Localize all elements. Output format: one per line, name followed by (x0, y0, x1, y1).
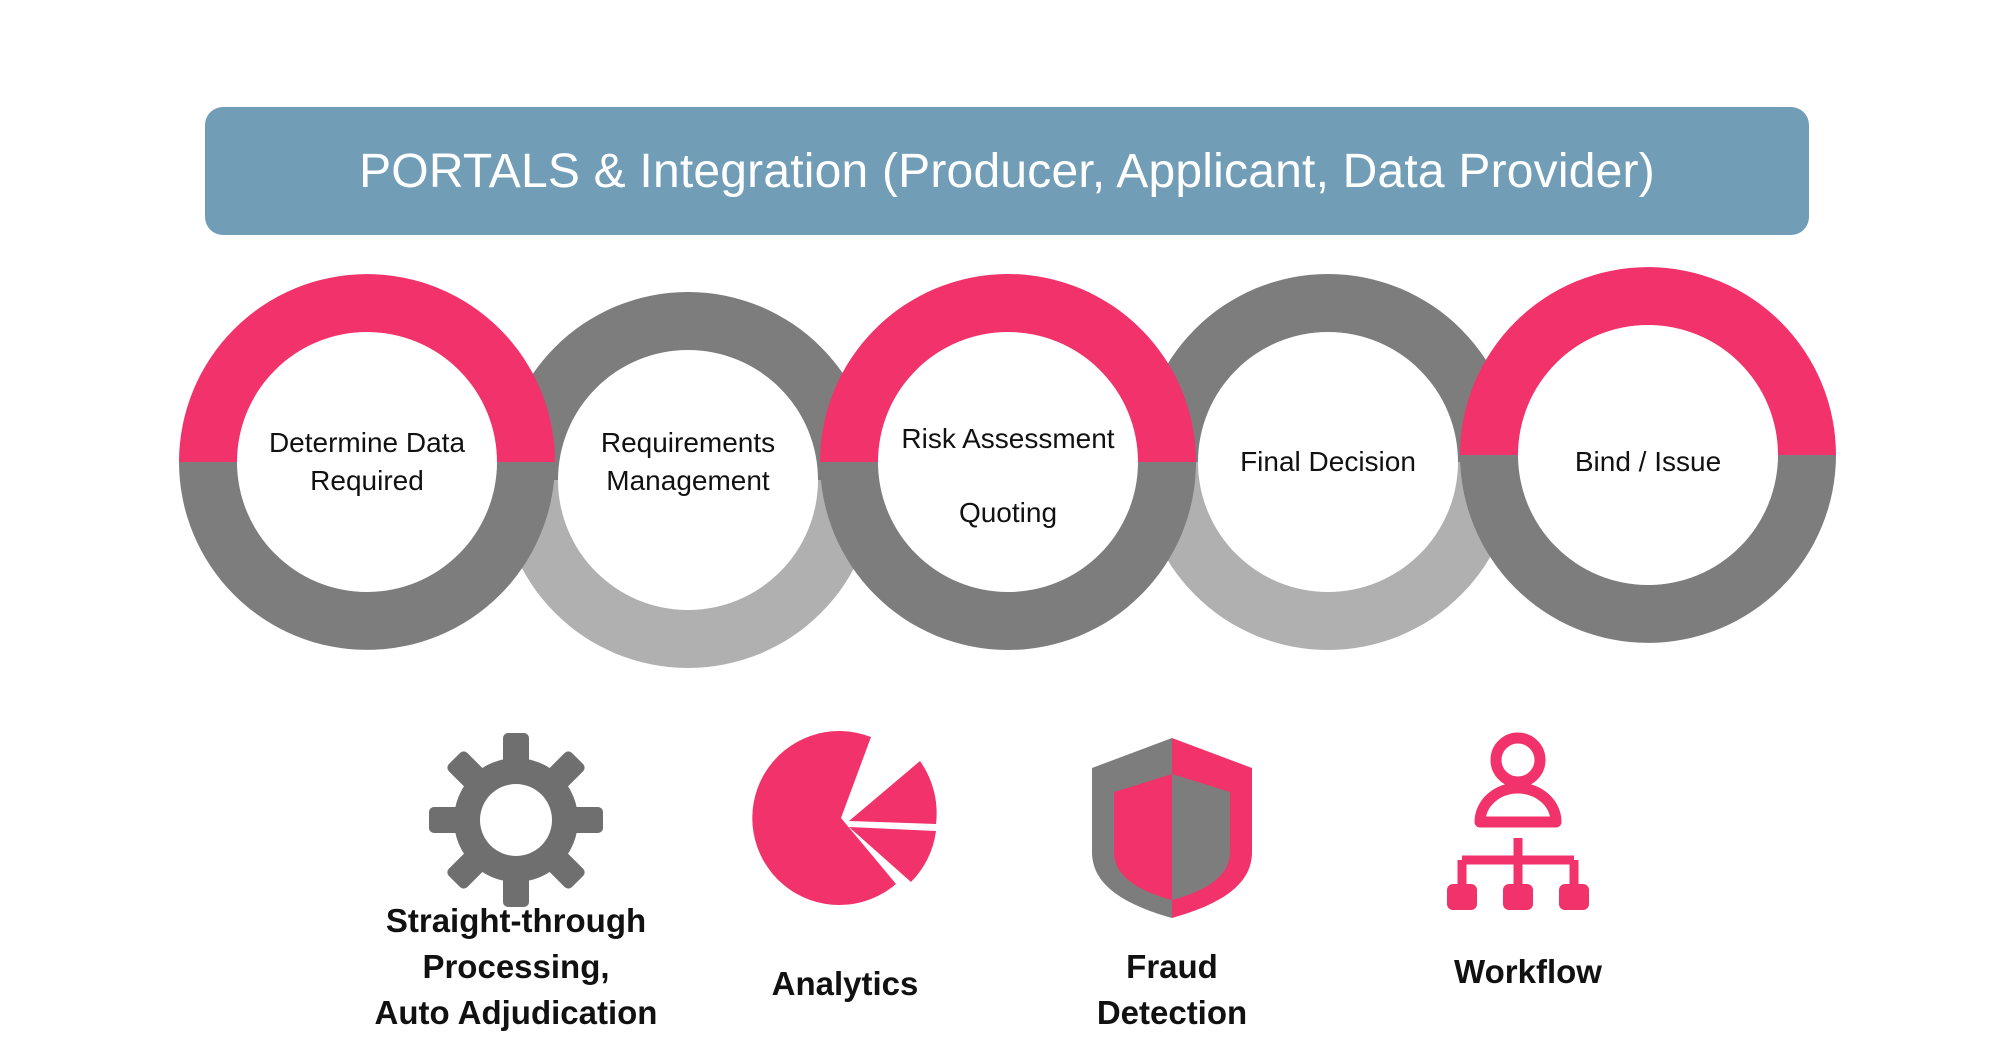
feature-1-line-3: Auto Adjudication (374, 994, 658, 1031)
ring-3-bottom-arc (820, 462, 1196, 650)
ring-1-bottom-arc (179, 462, 555, 650)
feature-1-line-1: Straight-through (385, 902, 647, 939)
step-label-bind-issue: Bind / Issue (1523, 442, 1773, 482)
step-label-determine-data: Determine Data Required (242, 422, 492, 502)
feature-4-line-1: Workflow (1454, 953, 1602, 990)
step-3-line-1: Risk Assessment (901, 423, 1115, 454)
feature-3-line-2: Detection (1096, 994, 1248, 1031)
step-5-line-1: Bind / Issue (1574, 446, 1722, 477)
ring-risk-assessment (820, 274, 1196, 650)
banner-title: PORTALS & Integration (Producer, Applica… (359, 144, 1655, 198)
step-4-line-1: Final Decision (1240, 446, 1416, 477)
ring-4-bottom-arc (1140, 462, 1516, 650)
pie-chart-icon (752, 731, 937, 906)
ring-5-top-arc (1460, 267, 1836, 455)
step-label-requirements: Requirements Management (563, 422, 813, 502)
ring-1-top-arc (179, 274, 555, 462)
step-1-line-2: Required (310, 465, 424, 496)
feature-label-workflow: Workflow (1403, 949, 1653, 995)
ring-5-bottom-arc (1460, 455, 1836, 643)
ring-determine-data (179, 274, 555, 650)
ring-3-top-arc (820, 274, 1196, 462)
portals-banner: PORTALS & Integration (Producer, Applica… (205, 107, 1809, 235)
org-chart-icon (1447, 732, 1589, 910)
feature-label-fraud-detection: Fraud Detection (1047, 944, 1297, 1036)
feature-3-line-1: Fraud (1126, 948, 1218, 985)
step-2-line-2: Management (606, 465, 770, 496)
shield-icon (1092, 738, 1252, 918)
ring-2-bottom-arc (500, 480, 876, 668)
ring-bind-issue (1460, 267, 1836, 643)
feature-label-analytics: Analytics (720, 961, 970, 1007)
step-3-line-2: Quoting (958, 497, 1058, 528)
feature-2-line-1: Analytics (771, 965, 919, 1002)
step-1-line-1: Determine Data (268, 427, 466, 458)
ring-2-top-arc (500, 292, 876, 480)
step-2-line-1: Requirements (600, 427, 776, 458)
step-label-final-decision: Final Decision (1203, 442, 1453, 482)
ring-4-top-arc (1140, 274, 1516, 462)
gear-icon (429, 733, 603, 907)
feature-label-straight-through: Straight-through Processing, Auto Adjudi… (346, 898, 686, 1036)
step-label-risk-assessment: Risk Assessment Quoting (883, 416, 1133, 536)
ring-requirements-management (500, 292, 876, 668)
ring-final-decision (1140, 274, 1516, 650)
feature-1-line-2: Processing, (422, 948, 610, 985)
